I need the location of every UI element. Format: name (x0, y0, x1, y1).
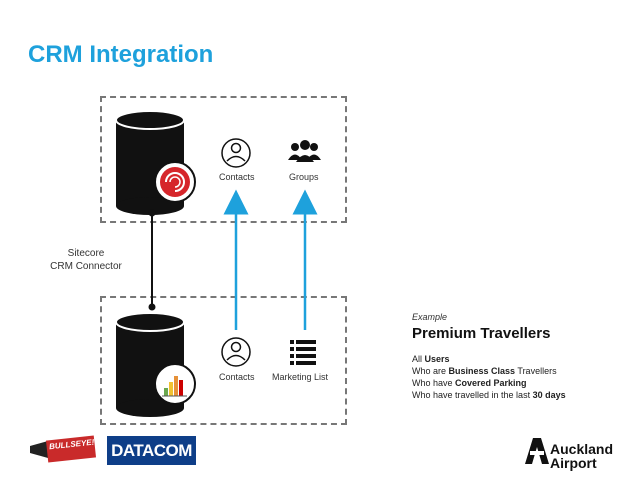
auckland-airport-logo-icon (525, 438, 549, 464)
connector-label-line1: Sitecore (67, 248, 105, 259)
example-title: Premium Travellers (412, 325, 551, 342)
example-tag: Example (412, 312, 448, 322)
top-contacts-label: Contacts (219, 172, 255, 182)
criteria-line: All Users (412, 354, 450, 364)
dynamics-crm-logo-icon (154, 363, 196, 405)
bullseye-logo (30, 435, 97, 463)
sitecore-logo-icon (154, 161, 196, 203)
bottom-contacts-label: Contacts (219, 372, 255, 382)
sitecore-container (100, 96, 347, 223)
marketing-list-label: Marketing List (272, 372, 329, 382)
people-group-icon (288, 140, 321, 162)
person-icon (221, 138, 251, 168)
example-criteria: All Users Who are Business Class Travell… (412, 353, 632, 401)
groups-label: Groups (289, 172, 319, 182)
connector-label: Sitecore CRM Connector (40, 247, 132, 273)
example-panel: Example Premium Travellers All Users Who… (412, 312, 632, 401)
criteria-line: Who have travelled in the last 30 days (412, 390, 566, 400)
auckland-airport-logo-text: Auckland Airport (550, 441, 614, 471)
criteria-line: Who have Covered Parking (412, 378, 527, 388)
list-icon (290, 340, 316, 365)
crm-connector-line (148, 209, 156, 311)
page-title: CRM Integration (28, 41, 214, 68)
datacom-logo: DATACOM (107, 436, 196, 465)
person-icon (221, 337, 251, 367)
connector-label-line2: CRM Connector (50, 261, 122, 272)
criteria-line: Who are Business Class Travellers (412, 366, 557, 376)
crm-container (100, 296, 347, 425)
